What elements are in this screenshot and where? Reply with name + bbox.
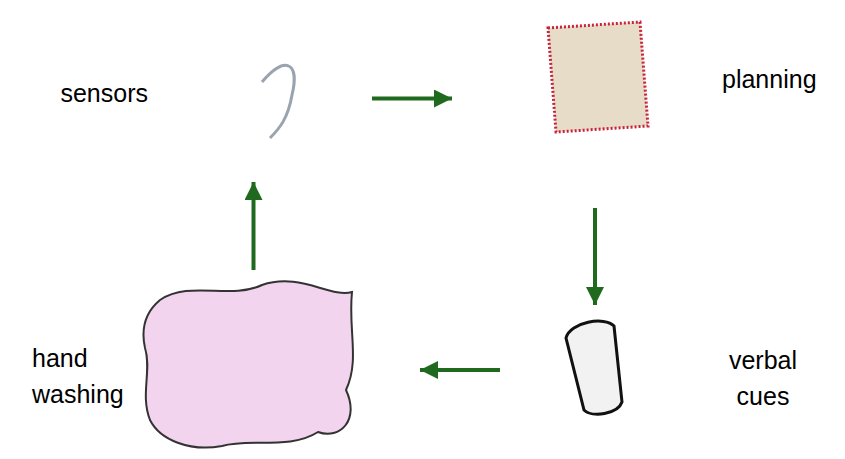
camera-illustration <box>262 65 294 138</box>
node-label: planning <box>722 61 817 97</box>
verbal-cues-node: verbal cues <box>515 320 675 420</box>
node-illustration <box>515 320 675 420</box>
node-illustration <box>467 15 702 193</box>
node-label: sensors <box>60 75 148 111</box>
node-label: hand washing <box>32 340 132 412</box>
flow-arrow <box>372 97 452 101</box>
speaker-illustration <box>566 321 622 414</box>
hand-washing-illustration <box>143 281 353 447</box>
node-label: verbal cues <box>717 342 809 414</box>
flow-arrow <box>593 208 597 305</box>
node-illustration <box>150 30 357 167</box>
node-illustration <box>140 285 405 455</box>
flow-arrow <box>420 368 500 372</box>
hand-washing-node: hand washing <box>140 285 405 455</box>
planning-node: planning <box>467 15 702 193</box>
sensor-node: sensors <box>150 30 357 167</box>
computer-illustration <box>548 22 648 132</box>
flow-arrow <box>252 182 256 270</box>
